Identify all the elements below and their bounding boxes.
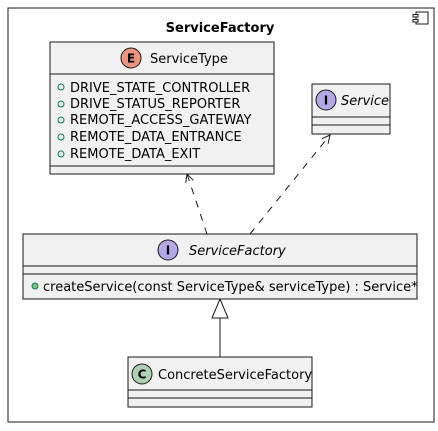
class-badge-icon — [131, 363, 153, 385]
interface-badge-letter: I — [166, 244, 170, 258]
service-name: Service — [341, 94, 389, 109]
service-interface[interactable]: I Service — [311, 83, 391, 135]
enum-value-item: DRIVE_STATUS_REPORTER — [57, 97, 240, 112]
enum-value-label: REMOTE_DATA_ENTRANCE — [70, 130, 242, 145]
method-item: createService(const ServiceType& service… — [31, 280, 418, 295]
package-title: ServiceFactory — [166, 21, 275, 36]
interface-badge-letter: I — [324, 94, 328, 108]
enum-value-label: DRIVE_STATUS_REPORTER — [70, 97, 240, 112]
class-badge-letter: C — [138, 368, 147, 382]
dependency-to-service-type — [187, 174, 208, 235]
service-factory-interface[interactable]: I ServiceFactory createService(const Ser… — [22, 233, 418, 300]
interface-badge-icon — [315, 89, 337, 111]
public-field-icon — [57, 100, 65, 108]
enum-value-item: DRIVE_STATE_CONTROLLER — [57, 81, 250, 96]
interface-badge-icon — [157, 239, 179, 261]
public-field-icon — [57, 150, 65, 158]
service-type-enum[interactable]: E ServiceType DRIVE_STATE_CONTROLLER DRI… — [49, 41, 275, 175]
enum-value-item: REMOTE_DATA_EXIT — [57, 147, 200, 162]
enum-badge-icon — [120, 47, 142, 69]
public-method-icon — [31, 282, 39, 290]
enum-value-label: REMOTE_ACCESS_GATEWAY — [70, 113, 252, 128]
component-icon — [412, 11, 429, 25]
concrete-factory-name: ConcreteServiceFactory — [158, 368, 312, 383]
method-signature: createService(const ServiceType& service… — [43, 280, 418, 295]
service-factory-name: ServiceFactory — [189, 244, 286, 259]
public-field-icon — [57, 83, 65, 91]
public-field-icon — [57, 133, 65, 141]
enum-value-label: DRIVE_STATE_CONTROLLER — [70, 81, 250, 96]
concrete-service-factory-class[interactable]: C ConcreteServiceFactory — [127, 356, 313, 408]
generalization-arrow — [211, 297, 229, 357]
enum-value-label: REMOTE_DATA_EXIT — [70, 147, 200, 162]
service-type-name: ServiceType — [150, 52, 228, 67]
public-field-icon — [57, 116, 65, 124]
enum-value-item: REMOTE_ACCESS_GATEWAY — [57, 113, 252, 128]
connectors — [187, 135, 330, 357]
enum-badge-letter: E — [127, 52, 135, 66]
enum-value-item: REMOTE_DATA_ENTRANCE — [57, 130, 242, 145]
